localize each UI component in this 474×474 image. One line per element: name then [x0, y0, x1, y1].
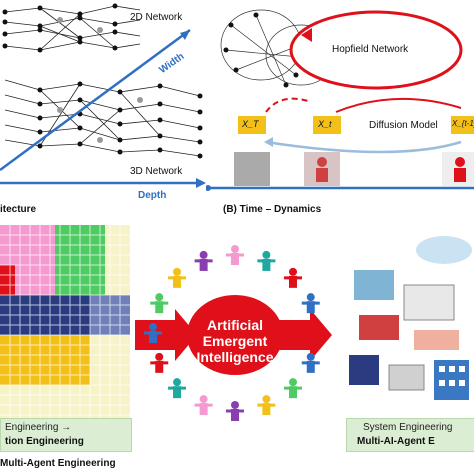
label-2d-network: 2D Network	[130, 12, 183, 23]
label-x-cap-t: X_T	[242, 119, 259, 129]
person-figure-body	[199, 258, 208, 271]
label-3d-network: 3D Network	[130, 166, 183, 177]
panel-b-dynamics-graphic	[206, 9, 474, 191]
person-figure-body	[262, 403, 271, 416]
person-figure-head	[155, 293, 164, 302]
person-figure-body	[231, 253, 239, 265]
center-line-emergent: Emergent	[202, 333, 268, 349]
person-figure-body	[199, 403, 208, 416]
person-figure-head	[306, 352, 315, 361]
person-figure-body	[155, 301, 164, 314]
person-figure-head	[262, 395, 271, 404]
right-box-line2: Multi-AI-Agent E	[357, 436, 435, 447]
left-box-line1: Engineering →	[5, 422, 72, 433]
panel-c-people-ring	[135, 245, 332, 421]
person-figure-head	[149, 323, 157, 331]
person-figure-body	[149, 331, 157, 343]
left-engineering-box: Engineering → tion Engineering	[0, 418, 132, 452]
person-figure-body	[173, 386, 182, 399]
person-figure-body	[173, 275, 182, 288]
axis-depth-label: Depth	[138, 190, 167, 201]
person-figure-body	[288, 275, 297, 288]
person-figure-head	[231, 245, 239, 253]
center-line-intelligence: Intelligence	[196, 349, 274, 365]
label-hopfield-network: Hopfield Network	[332, 44, 409, 55]
person-figure-body	[306, 360, 315, 373]
right-engineering-box: System Engineering Multi-AI-Agent E	[346, 418, 474, 452]
label-x-t: X_t	[318, 119, 332, 129]
center-title: Artificial Emergent Intelligence	[186, 317, 284, 365]
person-figure-head	[173, 378, 182, 387]
panel-a-network-graphic	[0, 3, 206, 188]
person-figure-body	[155, 360, 164, 373]
panel-c-grid-graphic	[0, 225, 130, 425]
center-line-artificial: Artificial	[206, 317, 263, 333]
person-figure-head	[306, 293, 315, 302]
person-figure-head	[199, 395, 208, 404]
caption-multi-agent-engineering: Multi-Agent Engineering	[0, 458, 116, 469]
person-figure-head	[199, 250, 208, 259]
person-figure-body	[288, 386, 297, 399]
person-figure-body	[231, 409, 239, 421]
person-figure-head	[173, 267, 182, 276]
right-box-line1: System Engineering	[363, 422, 453, 433]
panel-c-hospital-graphic	[349, 236, 472, 400]
person-figure-head	[313, 323, 321, 331]
person-figure-body	[306, 301, 315, 314]
label-diffusion-model: Diffusion Model	[369, 120, 438, 131]
person-figure-head	[262, 250, 271, 259]
left-box-line2: tion Engineering	[5, 436, 84, 447]
person-figure-head	[231, 401, 239, 409]
person-figure-head	[288, 267, 297, 276]
person-figure-head	[155, 352, 164, 361]
label-x-t-minus-1: X_{t-1}	[452, 119, 474, 128]
caption-time-dynamics: (B) Time – Dynamics	[223, 204, 322, 215]
person-figure-body	[313, 331, 321, 343]
person-figure-head	[288, 378, 297, 387]
caption-architecture: itecture	[0, 204, 37, 215]
person-figure-body	[262, 258, 271, 271]
